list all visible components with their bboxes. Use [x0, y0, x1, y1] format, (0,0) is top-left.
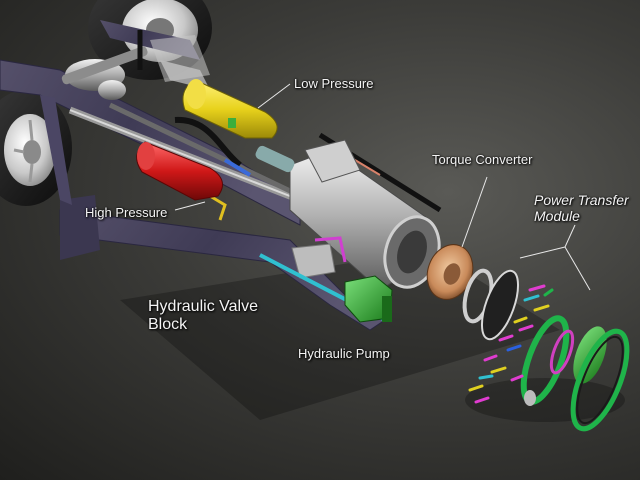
low-pressure-tank	[182, 79, 278, 139]
label-hydraulic-valve-line1: Hydraulic Valve	[148, 298, 258, 315]
label-power-transfer-line2: Module	[534, 208, 580, 224]
differential	[61, 46, 148, 100]
label-low-pressure: Low Pressure	[294, 76, 374, 91]
torque-converter	[426, 244, 474, 300]
leader-lines	[174, 83, 591, 291]
hydraulic-pump	[344, 275, 393, 323]
label-hydraulic-valve-line2: Block	[148, 316, 188, 333]
label-power-transfer-module: Power Transfer Module	[534, 192, 629, 224]
label-hydraulic-pump: Hydraulic Pump	[298, 346, 390, 361]
label-hydraulic-valve-block: Hydraulic Valve Block	[148, 298, 258, 334]
transmission	[255, 139, 441, 291]
label-torque-converter: Torque Converter	[432, 152, 533, 167]
power-transfer-module	[462, 268, 630, 432]
label-power-transfer-line1: Power Transfer	[534, 192, 629, 208]
high-pressure-tank	[136, 141, 223, 201]
label-high-pressure: High Pressure	[85, 205, 168, 220]
